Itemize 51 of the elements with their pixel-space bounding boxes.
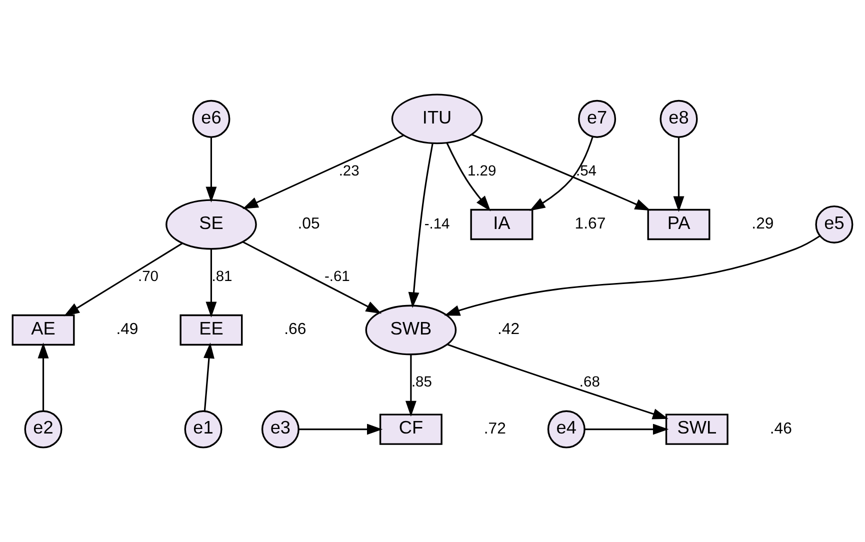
node-label: .66 — [284, 321, 306, 338]
arrow — [64, 242, 183, 316]
edge-label: .85 — [411, 374, 432, 391]
edge-label: .81 — [212, 269, 232, 286]
node-label: .46 — [770, 420, 792, 438]
edge-label: -.61 — [324, 269, 350, 286]
edge-label: -.14 — [424, 216, 450, 232]
edge-label: 1.29 — [468, 164, 496, 180]
node-circle: e7 — [578, 100, 616, 138]
arrow — [242, 241, 382, 314]
arrow — [584, 424, 669, 435]
arrow — [405, 354, 416, 417]
node-circle: e5 — [815, 205, 854, 244]
node-circle: e4 — [547, 410, 586, 448]
node-ellipse: SWB — [365, 304, 457, 356]
node-circle: e2 — [24, 410, 62, 448]
arrow — [471, 134, 651, 211]
arrow — [529, 136, 594, 211]
node-circle: e3 — [261, 410, 300, 448]
edge-label: .23 — [338, 164, 360, 180]
node-label: .72 — [484, 420, 506, 438]
node-label: .05 — [298, 216, 320, 233]
edge-label: .70 — [138, 269, 158, 286]
arrow — [446, 142, 491, 212]
edge-label: .54 — [576, 164, 597, 180]
node-ellipse: ITU — [391, 94, 483, 144]
node-label: .29 — [752, 216, 774, 233]
arrow — [242, 134, 404, 210]
edge-label: .68 — [579, 374, 600, 391]
node-box: CF — [379, 414, 442, 445]
node-box: AE — [12, 314, 75, 346]
arrow — [206, 249, 217, 318]
arrow — [298, 424, 383, 435]
arrow — [673, 137, 684, 212]
node-box: PA — [647, 208, 710, 240]
arrow — [206, 137, 217, 202]
node-label: .49 — [116, 321, 138, 338]
arrow — [447, 344, 668, 420]
node-circle: e1 — [184, 410, 222, 448]
node-box: IA — [470, 208, 534, 240]
node-ellipse: SE — [166, 199, 257, 250]
arrow — [444, 235, 820, 316]
arrow — [408, 143, 434, 308]
node-box: SWL — [665, 414, 728, 445]
arrow — [204, 342, 214, 412]
arrow — [38, 342, 49, 412]
node-circle: e6 — [192, 100, 230, 138]
node-box: EE — [180, 314, 243, 346]
node-circle: e8 — [660, 100, 698, 138]
node-label: 1.67 — [574, 216, 606, 233]
node-label: .42 — [497, 321, 520, 338]
